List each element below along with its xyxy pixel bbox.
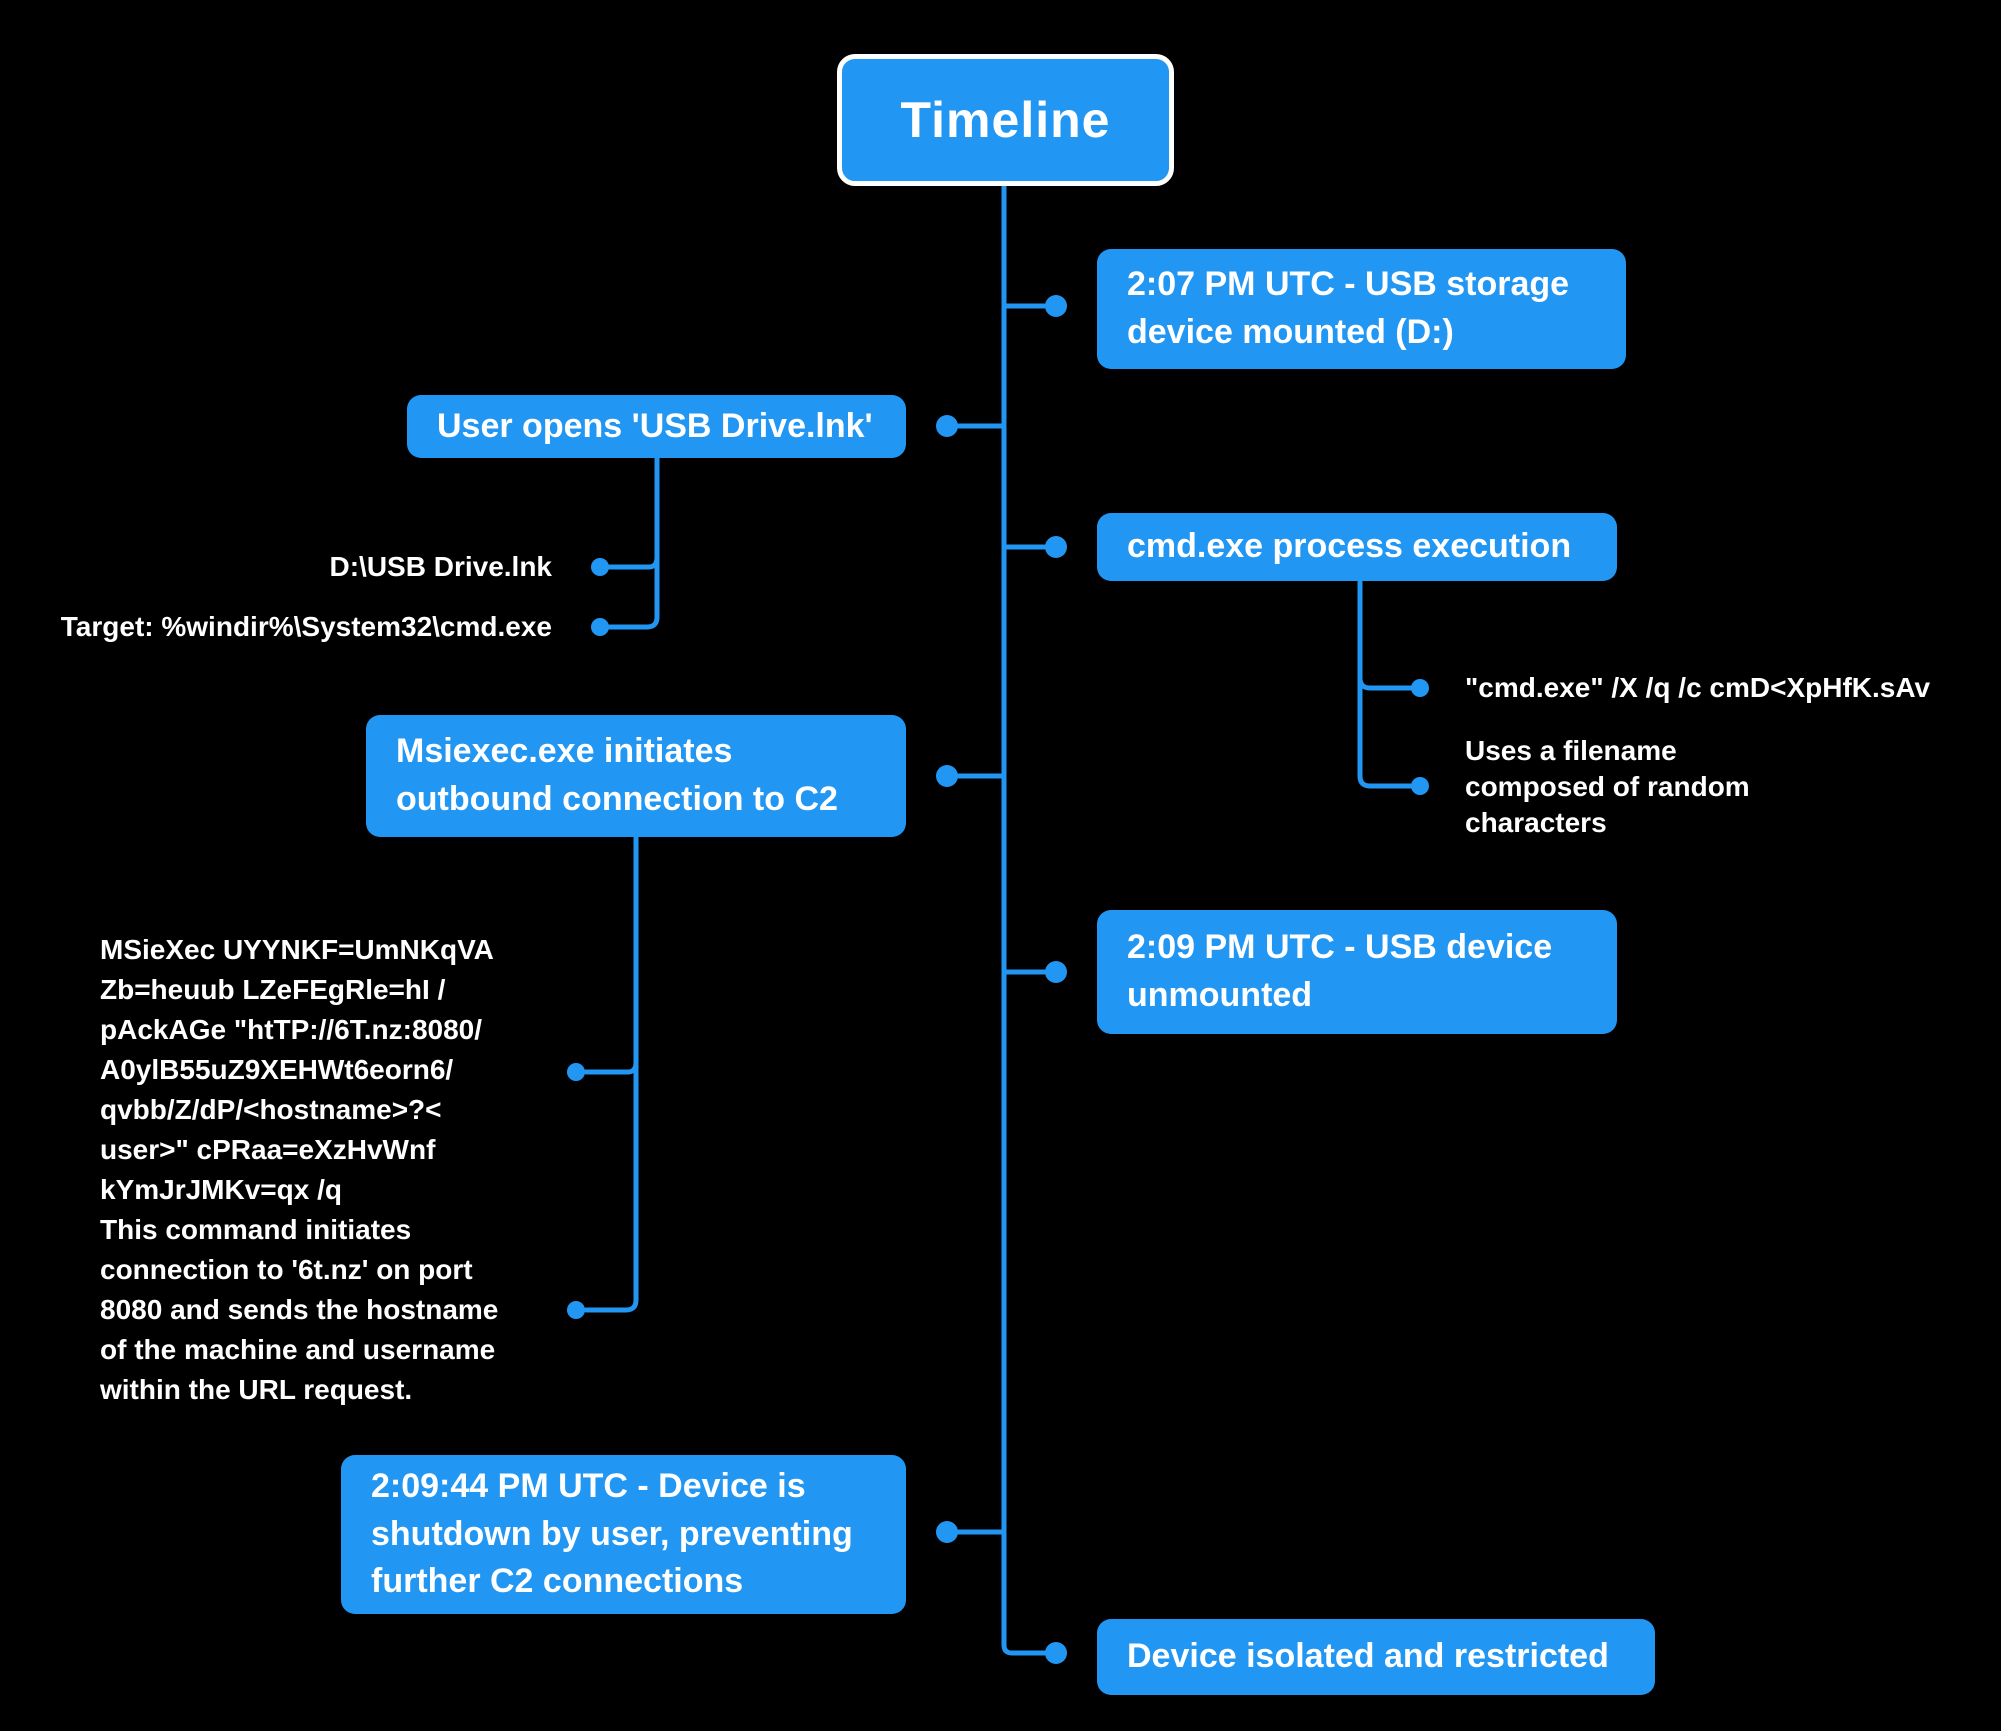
node-label: 2:09 PM UTC - USB device unmounted (1127, 928, 1553, 1014)
root-label: Timeline (900, 92, 1111, 148)
node-label: 2:09:44 PM UTC - Device is shutdown by u… (371, 1467, 853, 1601)
node-label: User opens 'USB Drive.lnk' (437, 406, 873, 445)
node-device-shutdown[interactable]: 2:09:44 PM UTC - Device is shutdown by u… (341, 1455, 906, 1614)
connector-dot (1045, 961, 1067, 983)
connector-dot (567, 1063, 585, 1081)
connector-dot (591, 618, 609, 636)
connector-dot (936, 765, 958, 787)
node-usb-unmounted[interactable]: 2:09 PM UTC - USB device unmounted (1097, 910, 1617, 1034)
node-label: cmd.exe process execution (1127, 527, 1572, 566)
label-lnk-target[interactable]: Target: %windir%\System32\cmd.exe (60, 611, 552, 642)
connector-dot (1411, 679, 1429, 697)
node-label: 2:07 PM UTC - USB storage device mounted… (1127, 265, 1570, 351)
connector-dot (591, 558, 609, 576)
label-lnk-path[interactable]: D:\USB Drive.lnk (329, 551, 553, 582)
node-user-opens-lnk[interactable]: User opens 'USB Drive.lnk' (407, 395, 906, 458)
subtree-right-2-stub (1357, 675, 1415, 691)
node-label: Device isolated and restricted (1127, 1637, 1609, 1676)
node-usb-mounted[interactable]: 2:07 PM UTC - USB storage device mounted… (1097, 249, 1626, 369)
connector-dot (1411, 777, 1429, 795)
node-label: Msiexec.exe initiates outbound connectio… (396, 732, 838, 818)
label-random-filename-note[interactable]: Uses a filename composed of random chara… (1465, 735, 1750, 838)
connector-dot (936, 1521, 958, 1543)
subtree-right-2-main (1357, 579, 1415, 789)
subtree-left-2-stub (583, 1059, 639, 1075)
connector-dot (1045, 295, 1067, 317)
label-msiexec-command[interactable]: MSieXec UYYNKF=UmNKqVA Zb=heuub LZeFEgRl… (100, 934, 494, 1205)
connector-dot (936, 415, 958, 437)
label-command-explanation[interactable]: This command initiates connection to '6t… (100, 1214, 499, 1405)
subtree-left-1-stub (605, 554, 660, 570)
node-cmd-execution[interactable]: cmd.exe process execution (1097, 513, 1617, 581)
label-cmd-arguments[interactable]: "cmd.exe" /X /q /c cmD<XpHfK.sAv (1465, 672, 1931, 703)
trunk-line (1001, 183, 1048, 1656)
connector-dot (1045, 1642, 1067, 1664)
node-msiexec-c2[interactable]: Msiexec.exe initiates outbound connectio… (366, 715, 906, 837)
root-node-timeline[interactable]: Timeline (837, 54, 1174, 186)
subtree-left-1-main (605, 455, 660, 630)
node-device-isolated[interactable]: Device isolated and restricted (1097, 1619, 1655, 1695)
connector-dot (567, 1301, 585, 1319)
subtree-left-2-main (583, 833, 639, 1313)
connector-dot (1045, 536, 1067, 558)
